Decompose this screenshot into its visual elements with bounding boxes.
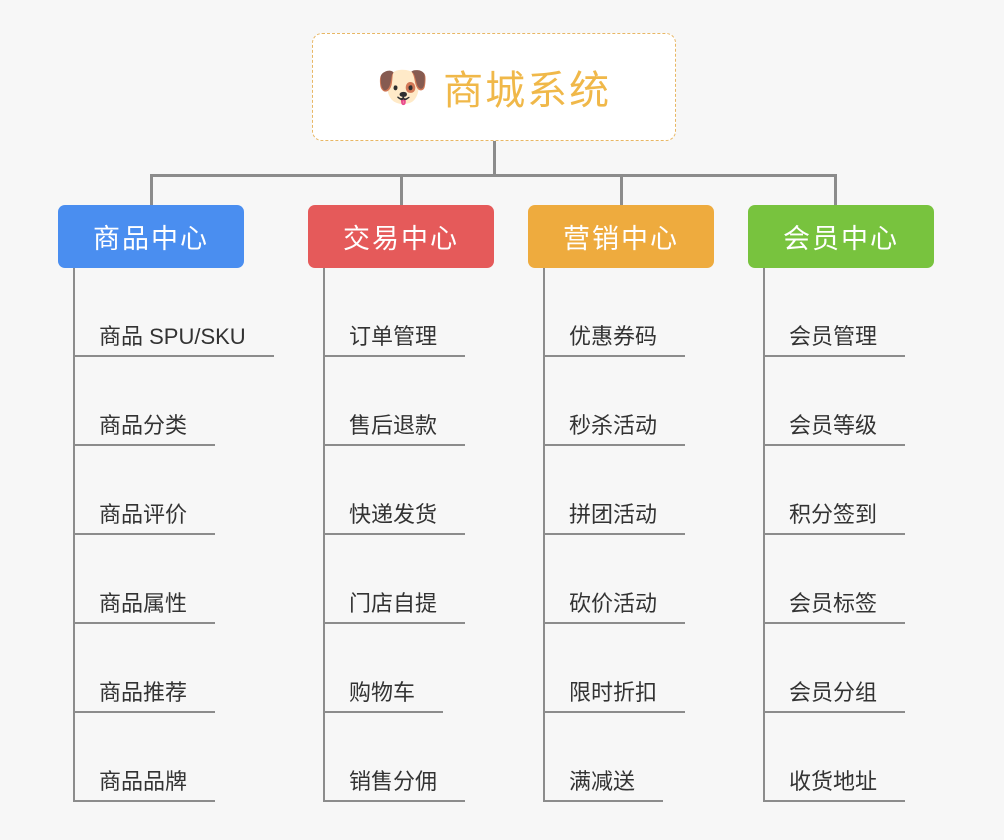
- branch-items-member-center: 会员管理 会员等级 积分签到 会员标签 会员分组 收货地址: [748, 268, 934, 802]
- branch-spine: [543, 268, 545, 802]
- shiba-dog-face-icon: 🐶: [376, 63, 430, 110]
- branch-member-center: 会员中心 会员管理 会员等级 积分签到 会员标签 会员分组 收货地址: [748, 205, 934, 802]
- list-item[interactable]: 优惠券码: [543, 268, 714, 357]
- list-item-label: 积分签到: [763, 501, 906, 535]
- branch-spine: [73, 268, 75, 802]
- list-item[interactable]: 积分签到: [763, 446, 934, 535]
- branch-trade-center: 交易中心 订单管理 售后退款 快递发货 门店自提 购物车 销售分佣: [308, 205, 494, 802]
- list-item-label: 收货地址: [763, 768, 906, 802]
- list-item[interactable]: 商品属性: [73, 535, 244, 624]
- list-item[interactable]: 购物车: [323, 624, 494, 713]
- branch-items-product-center: 商品 SPU/SKU 商品分类 商品评价 商品属性 商品推荐 商品品牌: [58, 268, 274, 802]
- list-item[interactable]: 会员分组: [763, 624, 934, 713]
- list-item[interactable]: 商品分类: [73, 357, 244, 446]
- branch-header-product-center[interactable]: 商品中心: [58, 205, 244, 268]
- branch-spine: [763, 268, 765, 802]
- root-title: 商城系统: [443, 69, 612, 113]
- branch-header-trade-center[interactable]: 交易中心: [308, 205, 494, 268]
- list-item[interactable]: 商品品牌: [73, 713, 244, 802]
- connector-drop-trade-center: [400, 174, 403, 207]
- list-item[interactable]: 秒杀活动: [543, 357, 714, 446]
- list-item-label: 会员等级: [763, 412, 906, 446]
- list-item-label: 商品品牌: [73, 768, 216, 802]
- list-item[interactable]: 商品 SPU/SKU: [73, 268, 274, 357]
- branch-header-label: 商品中心: [93, 224, 209, 254]
- list-item-label: 限时折扣: [543, 679, 686, 713]
- list-item-label: 商品推荐: [73, 679, 216, 713]
- list-item-label: 商品属性: [73, 590, 216, 624]
- list-item-label: 商品评价: [73, 501, 216, 535]
- branch-spine: [323, 268, 325, 802]
- list-item-label: 拼团活动: [543, 501, 686, 535]
- list-item[interactable]: 会员等级: [763, 357, 934, 446]
- connector-drop-member-center: [834, 174, 837, 207]
- branch-product-center: 商品中心 商品 SPU/SKU 商品分类 商品评价 商品属性 商品推荐 商品品牌: [58, 205, 274, 802]
- list-item-label: 销售分佣: [323, 768, 466, 802]
- branch-header-member-center[interactable]: 会员中心: [748, 205, 934, 268]
- list-item-label: 满减送: [543, 768, 664, 802]
- list-item-label: 售后退款: [323, 412, 466, 446]
- connector-drop-marketing-center: [620, 174, 623, 207]
- connector-horizontal-bus: [150, 174, 837, 177]
- list-item-label: 秒杀活动: [543, 412, 686, 446]
- branch-header-label: 营销中心: [563, 224, 679, 254]
- list-item-label: 会员标签: [763, 590, 906, 624]
- list-item[interactable]: 会员管理: [763, 268, 934, 357]
- list-item[interactable]: 会员标签: [763, 535, 934, 624]
- list-item-label: 优惠券码: [543, 323, 686, 357]
- list-item-label: 门店自提: [323, 590, 466, 624]
- list-item[interactable]: 砍价活动: [543, 535, 714, 624]
- list-item[interactable]: 收货地址: [763, 713, 934, 802]
- list-item[interactable]: 销售分佣: [323, 713, 494, 802]
- list-item-label: 会员分组: [763, 679, 906, 713]
- list-item-label: 订单管理: [323, 323, 466, 357]
- branch-header-marketing-center[interactable]: 营销中心: [528, 205, 714, 268]
- root-node[interactable]: 🐶 商城系统: [312, 33, 676, 141]
- branch-marketing-center: 营销中心 优惠券码 秒杀活动 拼团活动 砍价活动 限时折扣 满减送: [528, 205, 714, 802]
- list-item[interactable]: 订单管理: [323, 268, 494, 357]
- list-item[interactable]: 拼团活动: [543, 446, 714, 535]
- list-item[interactable]: 满减送: [543, 713, 714, 802]
- list-item[interactable]: 门店自提: [323, 535, 494, 624]
- list-item-label: 快递发货: [323, 501, 466, 535]
- list-item-label: 商品 SPU/SKU: [73, 323, 274, 357]
- list-item-label: 会员管理: [763, 323, 906, 357]
- list-item-label: 商品分类: [73, 412, 216, 446]
- connector-root-stem: [493, 141, 496, 177]
- list-item-label: 砍价活动: [543, 590, 686, 624]
- list-item[interactable]: 限时折扣: [543, 624, 714, 713]
- list-item[interactable]: 商品推荐: [73, 624, 244, 713]
- connector-drop-product-center: [150, 174, 153, 207]
- list-item[interactable]: 售后退款: [323, 357, 494, 446]
- list-item-label: 购物车: [323, 679, 444, 713]
- branch-header-label: 会员中心: [783, 224, 899, 254]
- list-item[interactable]: 快递发货: [323, 446, 494, 535]
- branch-items-marketing-center: 优惠券码 秒杀活动 拼团活动 砍价活动 限时折扣 满减送: [528, 268, 714, 802]
- list-item[interactable]: 商品评价: [73, 446, 244, 535]
- branch-items-trade-center: 订单管理 售后退款 快递发货 门店自提 购物车 销售分佣: [308, 268, 494, 802]
- branch-header-label: 交易中心: [343, 224, 459, 254]
